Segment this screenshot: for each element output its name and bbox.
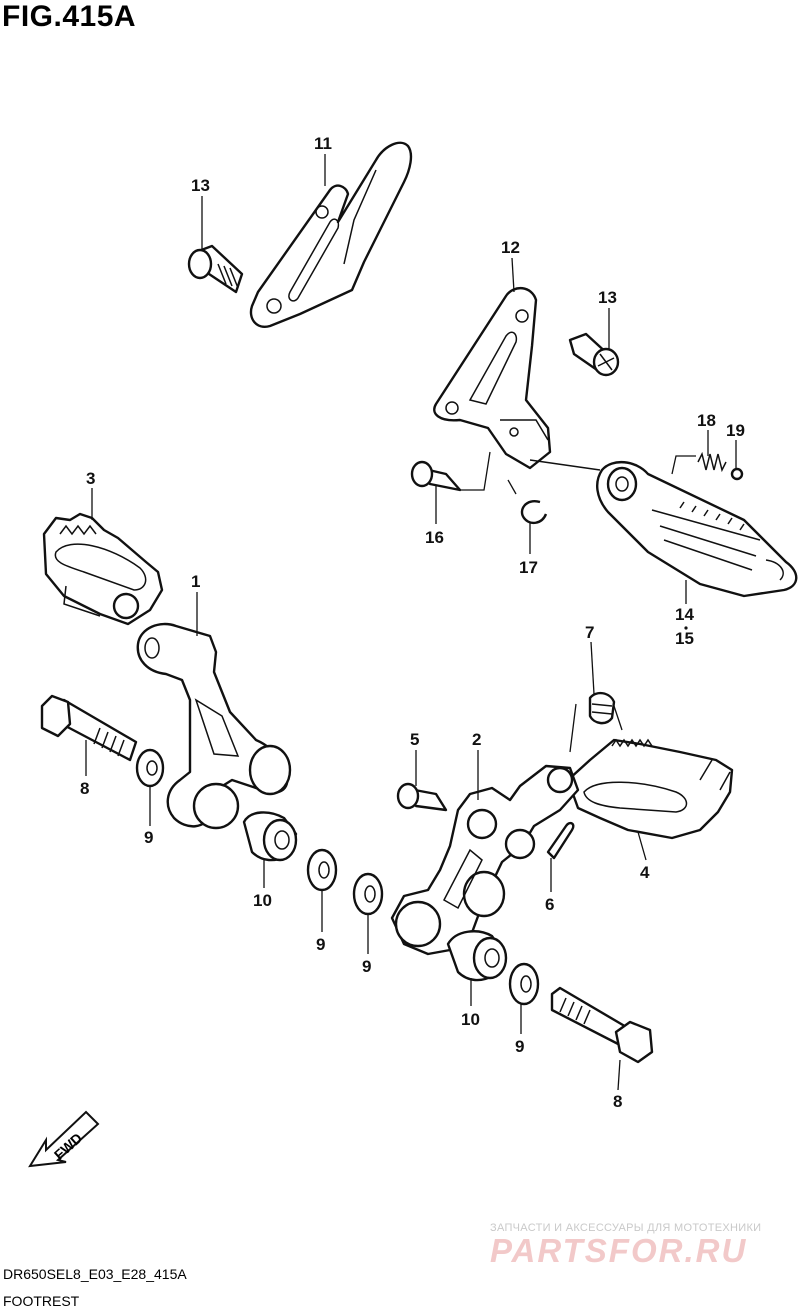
part-17-clip (507, 479, 548, 525)
callout-2: 2 (472, 730, 481, 749)
callout-10: 10 (461, 1010, 480, 1029)
part-16-pin (410, 451, 491, 492)
part-11-heel-plate (249, 141, 413, 328)
figure-code: DR650SEL8_E03_E28_415A (3, 1266, 187, 1282)
part-18-spring (697, 451, 727, 473)
callout-8: 8 (613, 1092, 622, 1111)
callout-9: 9 (362, 957, 371, 976)
callout-7: 7 (585, 623, 594, 642)
part-13-bolt-right (568, 332, 620, 377)
part-3-footpeg-left (42, 512, 164, 626)
part-8-bolt-right (550, 986, 654, 1064)
callout-9: 9 (515, 1037, 524, 1056)
part-8-bolt-left (40, 694, 138, 762)
figure-title: FIG.415A (2, 0, 137, 33)
callout-11: 11 (314, 134, 332, 153)
part-7-spring (569, 691, 623, 753)
part-9-washer-a (135, 748, 165, 788)
part-4-footpeg-right (566, 738, 734, 840)
part-13-bolt-left (187, 244, 244, 294)
callout-18: 18 (697, 411, 716, 430)
figure-name: FOOTREST (3, 1293, 80, 1309)
callout-13: 13 (598, 288, 617, 307)
callout-13: 13 (191, 176, 210, 195)
callout-12: 12 (501, 238, 520, 257)
callout-17: 17 (519, 558, 538, 577)
callout-9: 9 (316, 935, 325, 954)
part-12-footrest-bracket (433, 287, 601, 471)
part-10-collar-a (242, 811, 298, 862)
watermark-tagline: ЗАПЧАСТИ И АКСЕССУАРЫ ДЛЯ МОТОТЕХНИКИ (490, 1222, 762, 1234)
part-1-footrest-bracket-left (136, 622, 292, 830)
part-14-footpeg-rubber (596, 461, 798, 598)
callout-19: 19 (726, 421, 745, 440)
part-19-ball (730, 467, 744, 481)
callout-16: 16 (425, 528, 444, 547)
part-6-cotter-pin (546, 821, 575, 860)
callout-9: 9 (144, 828, 153, 847)
part-2-footrest-bracket-right (390, 764, 580, 956)
callout-10: 10 (253, 891, 272, 910)
callout-4: 4 (640, 863, 650, 882)
part-5-pin (396, 782, 448, 812)
part-9-washer-c (352, 872, 384, 916)
part-9-washer-b (306, 848, 338, 892)
callout-14: 14 (675, 605, 694, 624)
callout-5: 5 (410, 730, 419, 749)
part-9-washer-d (508, 962, 540, 1006)
part-10-collar-b (446, 930, 508, 982)
callout-8: 8 (80, 779, 89, 798)
callout-3: 3 (86, 469, 95, 488)
callout-6: 6 (545, 895, 554, 914)
watermark-logo: PARTSFOR.RU (490, 1232, 748, 1269)
callout-15: 15 (675, 629, 694, 648)
callout-labels: 11 13 12 13 18 19 16 17 14 15 3 1 8 9 10… (80, 134, 745, 1111)
fwd-arrow: FWD (28, 1110, 100, 1168)
callout-1: 1 (191, 572, 200, 591)
leader-lines (85, 154, 737, 1091)
